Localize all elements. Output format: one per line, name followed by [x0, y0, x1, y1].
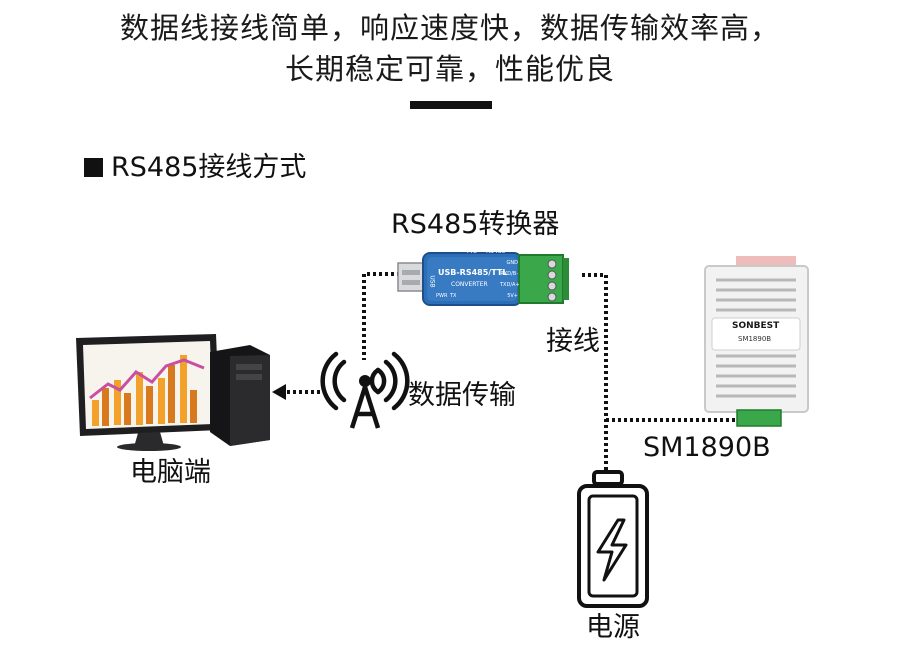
sensor-device-model: SM1890B — [738, 335, 772, 343]
section-title: RS485接线方式 — [84, 148, 306, 188]
sensor-brand: SONBEST — [732, 321, 780, 331]
square-bullet-icon — [84, 158, 103, 177]
section-title-text: RS485接线方式 — [111, 152, 307, 183]
wiring-label: 接线 — [546, 326, 600, 357]
converter-board-sub: CONVERTER — [451, 281, 488, 288]
power-battery-icon — [577, 470, 649, 608]
sensor-label-plate — [711, 317, 801, 351]
usb-plug — [397, 262, 425, 292]
wireless-tower-icon — [320, 351, 410, 429]
line-usb-to-antenna — [362, 272, 400, 360]
sensor-model-label: SM1890B — [643, 432, 771, 463]
sensor-device — [704, 256, 809, 427]
sensor-terminal — [736, 409, 782, 427]
converter-top-label-ttl: TTL — [466, 248, 477, 255]
pin-label-gnd: GND — [506, 260, 518, 266]
converter-top-label-rs485: RS485 — [486, 248, 506, 255]
converter-board-label: USB-RS485/TTL — [438, 268, 508, 277]
led-label-tx: TX — [450, 293, 457, 299]
rs485-converter-device — [397, 252, 569, 306]
computer-label: 电脑端 — [130, 457, 211, 488]
transmission-label: 数据传输 — [408, 380, 516, 411]
pin-label-rxd: RXD/B- — [500, 271, 518, 277]
terminal-block — [518, 254, 564, 304]
pin-label-5v: 5V+ — [507, 293, 518, 299]
screen-line-chart — [89, 358, 205, 400]
computer-illustration — [76, 334, 270, 451]
screen-bar-chart — [92, 355, 197, 426]
converter-title: RS485转换器 — [391, 209, 560, 240]
line-terminal-to-power — [582, 273, 608, 470]
arrow-left-icon — [272, 384, 286, 400]
power-label: 电源 — [586, 612, 640, 643]
title-underline — [410, 101, 492, 109]
connection-lines — [285, 272, 740, 470]
pin-label-txd: TXD/A+ — [500, 282, 520, 288]
converter-pin-labels: GND RXD/B- TXD/A+ 5V+ — [500, 258, 520, 302]
converter-usb-label: USB — [428, 275, 436, 288]
lightning-icon — [596, 518, 628, 582]
headline-line-2: 长期稳定可靠，性能优良 — [284, 52, 615, 86]
headline-line-1: 数据线接线简单，响应速度快，数据传输效率高， — [119, 11, 780, 45]
led-label-pwr: PWR — [436, 293, 448, 299]
